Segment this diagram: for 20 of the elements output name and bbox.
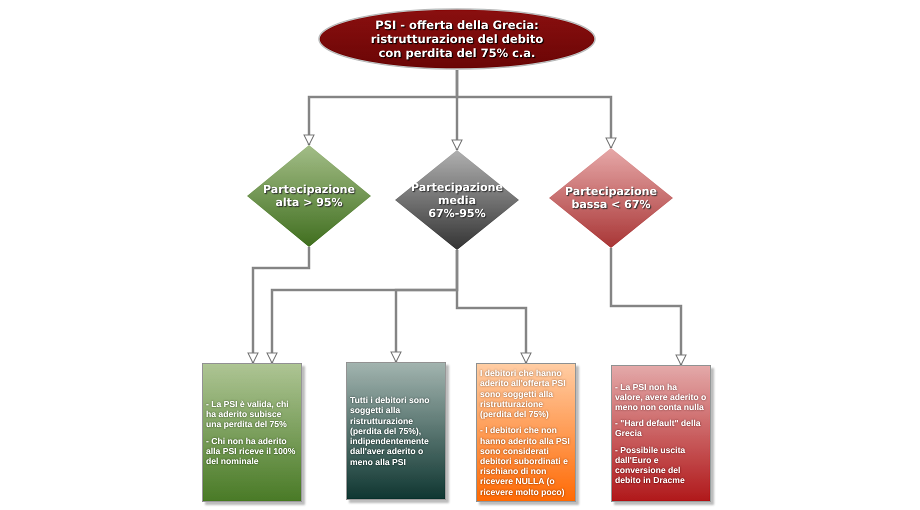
description-text: - I debitori che non hanno aderito alla PSI sono considerati debitori subordinati e rischiano di non ricevere NULLA (o ricevere molto poco) — [480, 425, 571, 497]
arrow — [610, 248, 686, 366]
node-label: Partecipazione bassa < 67% — [564, 185, 658, 211]
description-text: - "Hard default" della Grecia — [615, 418, 702, 439]
node-label: Partecipazione alta > 95% — [262, 183, 356, 209]
arrow — [456, 70, 616, 148]
description-text: - Chi non ha aderito alla PSI riceve il 100% del nominale — [206, 436, 296, 466]
arrow — [248, 247, 310, 364]
description-text: - Possibile uscita dall'Euro e conversione del debito in Dracme — [615, 444, 686, 486]
outcome-box — [202, 363, 302, 502]
node-label: PSI - offerta della Grecia: ristrutturazione del debito con perdita del 75% c.a. — [370, 18, 544, 60]
outcome-box — [611, 365, 711, 502]
outcome-box — [346, 362, 446, 500]
arrow — [456, 250, 532, 364]
description-text: Tutti i debitori sono soggetti alla ristrutturazione (perdita del 75%), indipendentemente dall'aver aderito o meno alla PSI — [350, 395, 431, 467]
node-label: Partecipazione media 67%-95% — [410, 180, 504, 220]
outcome-box — [476, 363, 576, 502]
description-text: I debitori che hanno aderito all'offerta PSI sono soggetti alla ristrutturazione (perdita del 75%) — [480, 368, 567, 420]
description-text: - La PSI non ha valore, avere aderito o meno non conta nulla — [615, 382, 707, 412]
description-text: - La PSI è valida, chi ha aderito subisce una perdita del 75% — [206, 398, 290, 430]
